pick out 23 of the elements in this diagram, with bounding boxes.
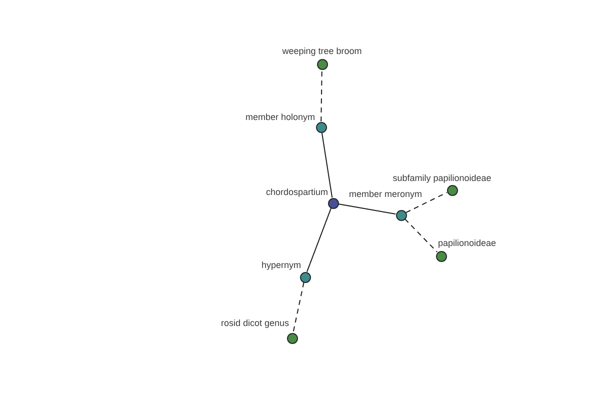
node-label: weeping tree broom	[282, 46, 362, 57]
dashed-connector	[404, 218, 438, 253]
dashed-connector	[405, 192, 448, 214]
node-dot	[300, 272, 310, 282]
connector-line	[321, 132, 333, 198]
node-dot	[316, 122, 326, 132]
node-dot	[316, 58, 328, 70]
node-dot	[396, 210, 406, 220]
connector-line	[306, 208, 332, 272]
dashed-connector	[292, 282, 304, 334]
connector-line	[338, 203, 396, 215]
node-dot	[436, 250, 446, 262]
node-dot	[328, 198, 338, 208]
node-label: member meronym	[348, 189, 422, 200]
node-dot	[286, 332, 298, 344]
node-label: rosid dicot genus	[220, 318, 289, 329]
node-dot	[446, 184, 458, 196]
dashed-connector	[320, 69, 322, 122]
node-label: member holonym	[245, 112, 315, 123]
node-label: subfamily papilionoideae	[392, 173, 492, 184]
node-label: chordospartium	[266, 187, 328, 198]
node-label: papilionoideae	[438, 238, 496, 249]
node-label: hypernym	[261, 260, 301, 271]
